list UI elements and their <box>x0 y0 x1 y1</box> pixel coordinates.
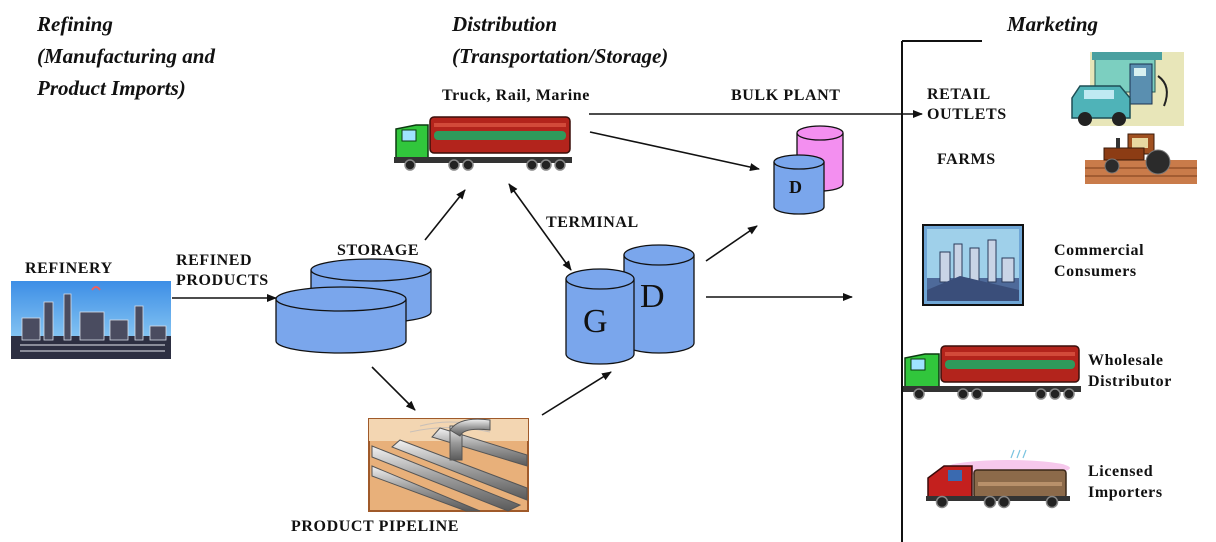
licensed-importers-label-line2: Importers <box>1088 484 1163 501</box>
commercial-consumers-label-line2: Consumers <box>1054 263 1137 280</box>
refining-header-line2: (Manufacturing and <box>37 44 215 68</box>
refining-header-line1: Refining <box>37 12 113 36</box>
arrow-terminal-to-bulk-plant <box>705 225 758 262</box>
diesel-tank-letter: D <box>640 278 665 315</box>
wholesale-distributor-label-line2: Distributor <box>1088 373 1172 390</box>
flow-arrows <box>172 110 923 416</box>
farms-label: FARMS <box>937 151 996 168</box>
bulk-plant-tank-letter: D <box>789 177 803 197</box>
gasoline-tank-letter: G <box>583 303 608 340</box>
factory-icon <box>922 224 1024 306</box>
refined-products-label-line2: PRODUCTS <box>176 272 269 289</box>
tractor-icon <box>1085 133 1197 184</box>
retail-outlets-label-line1: RETAIL <box>927 86 991 103</box>
refined-products-label-line1: REFINED <box>176 252 253 269</box>
pipeline-icon <box>368 418 529 512</box>
terminal-tanks-icon <box>565 244 695 365</box>
distribution-header-line2: (Transportation/Storage) <box>452 44 669 68</box>
refinery-icon <box>11 281 171 359</box>
marketing-divider <box>901 40 982 542</box>
arrow-truck-to-bulk-plant <box>589 131 760 171</box>
product-pipeline-label: PRODUCT PIPELINE <box>291 518 459 535</box>
retail-outlets-label-line2: OUTLETS <box>927 106 1007 123</box>
wholesale-distributor-label-line1: Wholesale <box>1088 352 1164 369</box>
storage-tanks-icon <box>275 258 432 354</box>
importer-truck-icon <box>926 449 1070 509</box>
arrow-storage-to-pipeline <box>371 366 416 411</box>
arrow-pipeline-to-terminal <box>541 371 612 416</box>
truck-rail-marine-label: Truck, Rail, Marine <box>442 87 590 104</box>
terminal-label: TERMINAL <box>546 214 639 231</box>
marketing-header: Marketing <box>1007 12 1099 36</box>
arrow-storage-to-truck <box>424 189 466 241</box>
arrow-truck-terminal-bidirectional <box>508 183 572 271</box>
wholesale-truck-icon <box>903 345 1081 400</box>
bulk-plant-label: BULK PLANT <box>731 87 841 104</box>
storage-label: STORAGE <box>337 242 420 259</box>
refinery-label: REFINERY <box>25 260 113 277</box>
refining-header-line3: Product Imports) <box>37 76 186 100</box>
bulk-plant-tanks-icon <box>773 125 844 215</box>
commercial-consumers-label-line1: Commercial <box>1054 242 1145 259</box>
gas-station-icon <box>1071 52 1184 126</box>
tanker-truck-icon <box>394 116 572 171</box>
licensed-importers-label-line1: Licensed <box>1088 463 1154 480</box>
distribution-header-line1: Distribution <box>452 12 558 36</box>
